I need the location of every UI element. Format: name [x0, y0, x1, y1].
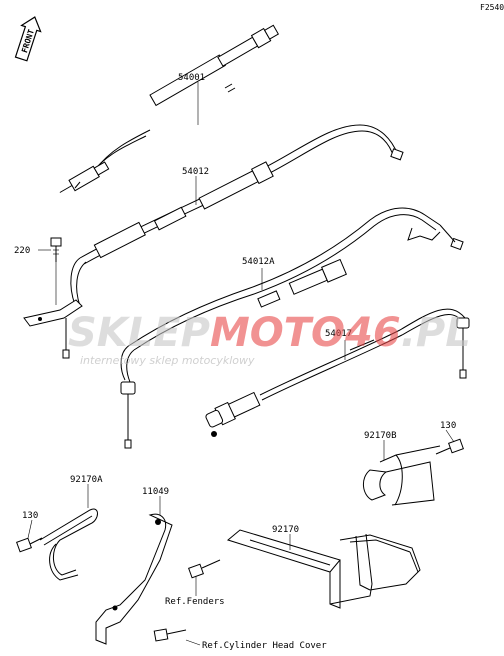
- label-92170: 92170: [272, 525, 299, 535]
- bolt-130-right: [435, 438, 464, 455]
- bolt-220: [50, 237, 62, 262]
- watermark-logo: SKLEPMOTO46.PL: [68, 310, 471, 356]
- label-220: 220: [14, 246, 30, 256]
- label-ref-cylinder-head-cover: Ref.Cylinder Head Cover: [202, 641, 327, 651]
- label-92170b: 92170B: [364, 431, 397, 441]
- front-arrow-icon: FRONT: [14, 16, 42, 62]
- label-54017: 54017: [325, 329, 352, 339]
- clamp-92170b: [363, 445, 441, 506]
- clamp-92170: [226, 529, 421, 609]
- diagram-code: F2540: [480, 3, 504, 12]
- label-54012a: 54012A: [242, 257, 275, 267]
- label-11049: 11049: [142, 487, 169, 497]
- label-130-left: 130: [22, 511, 38, 521]
- watermark-part1: SKLEP: [68, 310, 210, 356]
- bolt-fenders: [188, 559, 221, 579]
- watermark-suffix: .PL: [401, 310, 471, 356]
- throttle-cable-54012a: [120, 207, 464, 449]
- choke-cable: [205, 308, 470, 437]
- label-54001: 54001: [178, 73, 205, 83]
- bolt-cylinder: [153, 628, 187, 642]
- watermark: SKLEPMOTO46.PL internetowy sklep motocyk…: [68, 310, 471, 367]
- clamp-92170a: [39, 508, 98, 581]
- watermark-tagline: internetowy sklep motocyklowy: [80, 354, 255, 367]
- watermark-part3: 46: [344, 310, 401, 356]
- label-54012: 54012: [182, 167, 209, 177]
- label-ref-fenders: Ref.Fenders: [165, 597, 225, 607]
- throttle-cable-54012: [70, 124, 404, 307]
- speedometer-cable: [59, 24, 280, 193]
- label-92170a: 92170A: [70, 475, 103, 485]
- watermark-part2: MOTO: [210, 310, 345, 356]
- bolt-130-left: [16, 537, 43, 553]
- cable-bracket: [23, 262, 83, 359]
- label-130-right: 130: [440, 421, 456, 431]
- bracket-11049: [95, 513, 173, 645]
